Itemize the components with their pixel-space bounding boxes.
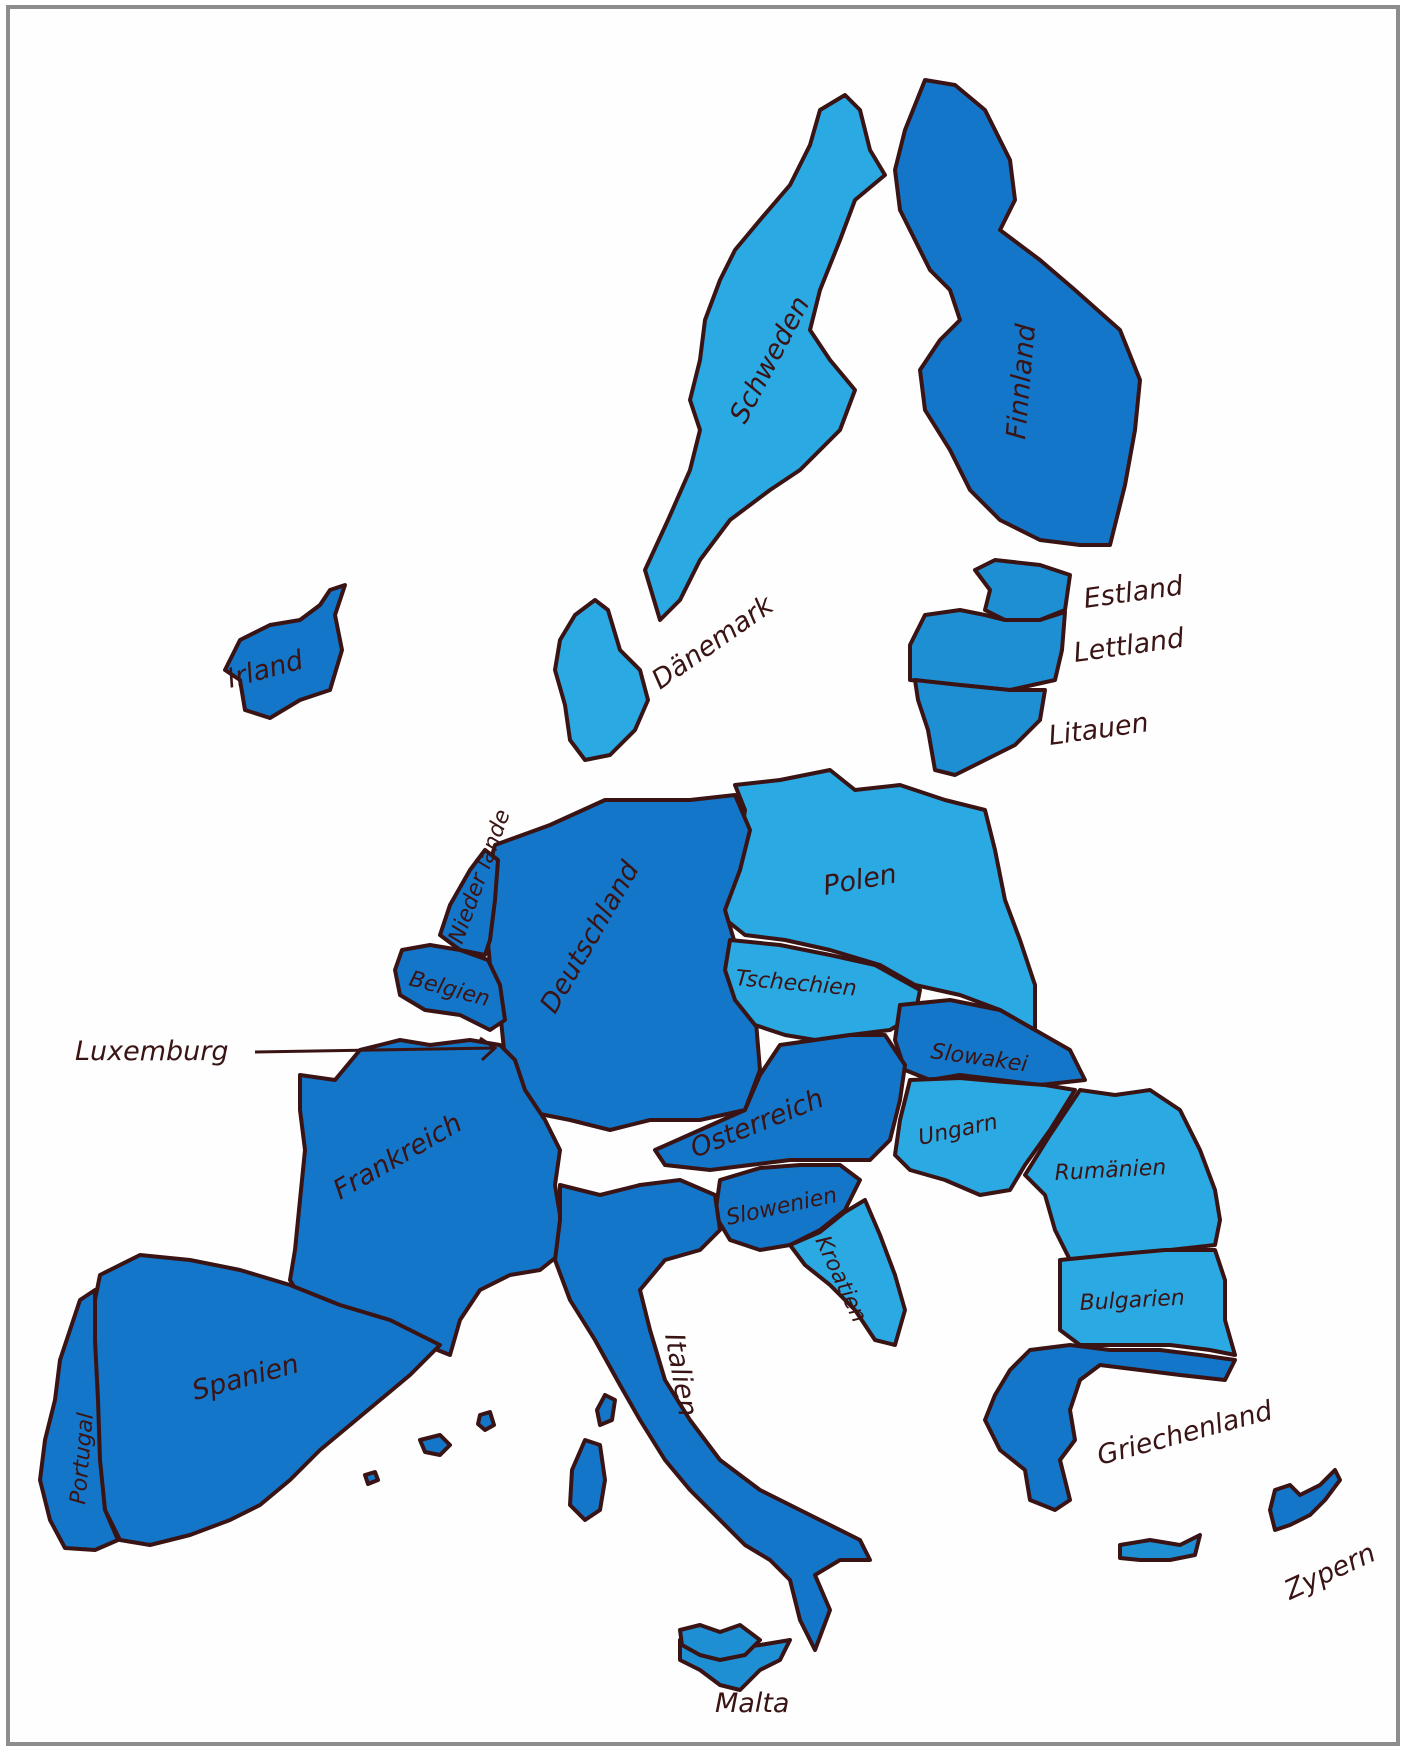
island-balearen-2 (476, 1410, 496, 1432)
island-korsika (595, 1393, 617, 1427)
country-finnland (893, 78, 1142, 547)
country-griechenland (983, 1343, 1237, 1512)
country-litauen (913, 678, 1047, 777)
country-oesterreich (653, 1033, 907, 1172)
country-bulgarien (1058, 1248, 1237, 1357)
label-griechenland: Griechenland (1094, 1395, 1277, 1472)
label-lettland: Lettland (1072, 623, 1187, 669)
country-deutschland (483, 793, 762, 1132)
country-irland (223, 583, 347, 720)
country-niederlande (438, 848, 500, 957)
country-italien (553, 1178, 872, 1652)
country-rumaenien (1023, 1088, 1222, 1262)
country-lettland (908, 608, 1067, 692)
label-malta: Malta (715, 1688, 789, 1719)
label-rumaenien: Rumänien (1054, 1155, 1167, 1186)
label-estland: Estland (1082, 570, 1186, 615)
country-belgien (393, 943, 507, 1032)
label-litauen: Litauen (1047, 707, 1151, 752)
country-kroatien (788, 1198, 907, 1347)
label-zypern: Zypern (1279, 1537, 1380, 1606)
label-luxemburg: Luxemburg (75, 1036, 229, 1067)
label-bulgarien: Bulgarien (1079, 1286, 1185, 1316)
country-tschechien (723, 938, 922, 1042)
country-ungarn (893, 1076, 1077, 1197)
country-daenemark (553, 598, 650, 762)
country-frankreich (288, 1038, 567, 1357)
country-estland (973, 558, 1072, 622)
country-zypern (1268, 1468, 1342, 1532)
luxemburg-arrow (254, 1036, 498, 1062)
country-schweden (643, 93, 887, 622)
island-balearen-1 (418, 1433, 452, 1457)
country-malta (678, 1623, 762, 1662)
island-balearen-3 (363, 1470, 380, 1486)
island-sardinien (568, 1438, 607, 1522)
island-kreta (1118, 1533, 1202, 1562)
country-portugal (38, 1288, 120, 1552)
